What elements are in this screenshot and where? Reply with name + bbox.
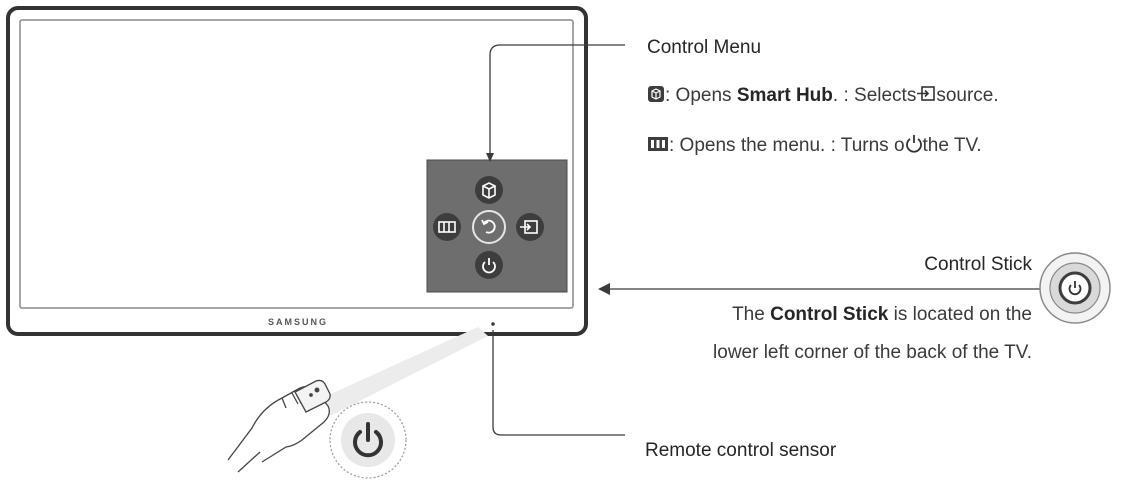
control-stick-arrow-head [598,283,610,295]
control-menu-arrow-head [486,153,494,162]
control-stick[interactable] [1039,252,1111,324]
remote-sensor-title: Remote control sensor [645,440,837,461]
ir-beam [322,327,488,416]
menu-icon [648,137,668,151]
power-icon [905,135,922,153]
remote-sensor-dot [491,322,495,326]
remote-illustration [227,327,488,479]
return-button[interactable] [472,210,506,244]
menu-icon [438,221,456,233]
smart-hub-icon [648,86,664,102]
return-icon [481,219,496,234]
source-icon [520,220,538,234]
power-button[interactable] [475,251,503,279]
power-icon [353,422,383,458]
power-icon [1068,281,1082,296]
source-icon [917,86,936,101]
control-stick-desc-line-1: The Control Stick is located on the [732,304,1032,325]
menu-button[interactable] [433,213,461,241]
remote-sensor-leader-line [492,330,625,436]
control-menu-line-2: : Opens the menu. : Turns o the TV. [647,133,982,155]
smart-hub-button[interactable] [475,176,503,204]
power-icon [482,258,496,274]
control-stick-title: Control Stick [924,254,1032,275]
callout-lines [489,44,1042,436]
smart-hub-icon [482,182,496,199]
control-stick-desc-line-2: lower left corner of the back of the TV. [713,342,1032,363]
control-menu-panel [426,159,568,293]
source-button[interactable] [516,213,544,241]
control-menu-line-1: : Opens Smart Hub. : Selects source. [647,85,999,105]
tv-brand-logo: SAMSUNG [268,317,328,327]
remote-control-icon [294,379,331,413]
control-menu-leader-line [489,44,625,155]
control-menu-title: Control Menu [647,37,762,58]
